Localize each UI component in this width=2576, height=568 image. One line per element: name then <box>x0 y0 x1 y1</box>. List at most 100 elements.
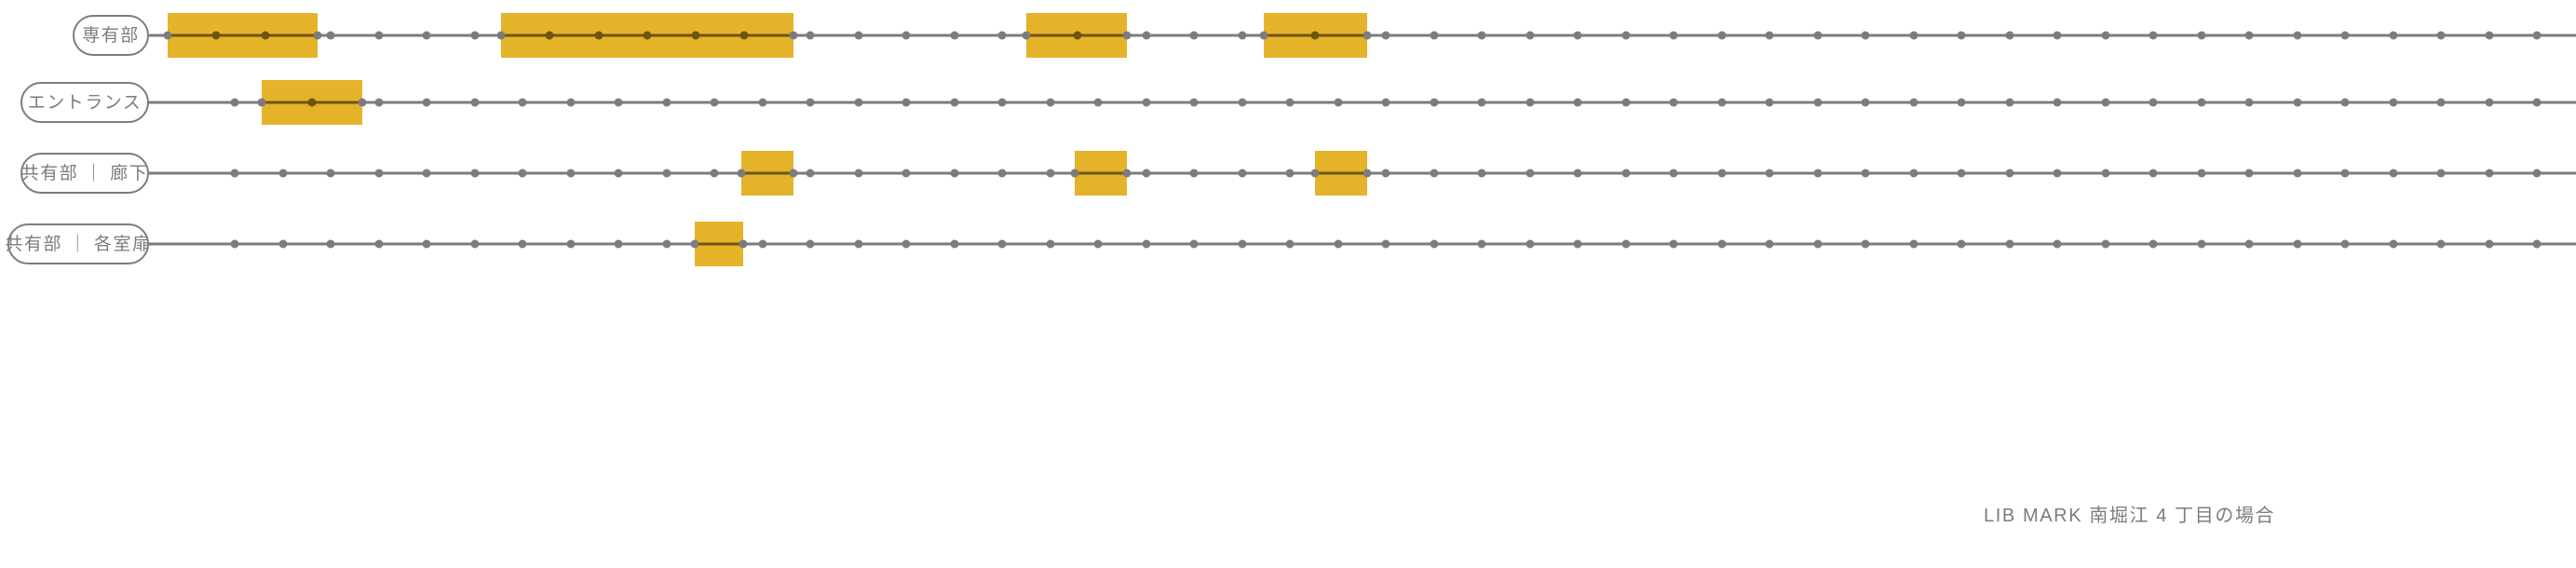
axis-tick-dot <box>710 169 719 178</box>
duration-bar-endpoint <box>1122 31 1132 40</box>
duration-bar-line <box>168 34 318 37</box>
axis-tick-dot <box>2244 239 2254 249</box>
axis-tick-dot <box>1621 98 1630 107</box>
axis-tick-dot <box>2005 169 2013 178</box>
axis-tick-dot <box>374 31 383 40</box>
duration-bar-line <box>1315 171 1367 175</box>
axis-tick-dot <box>278 239 287 249</box>
axis-tick-dot <box>422 31 431 40</box>
axis-tick-dot <box>2485 239 2493 249</box>
axis-tick-dot <box>710 98 719 107</box>
axis-tick-dot <box>1861 98 1870 107</box>
axis-tick-dot <box>806 169 815 178</box>
duration-bar-endpoint <box>163 31 172 40</box>
row-label-pill-1[interactable]: エントランス <box>20 82 149 123</box>
axis-tick-dot <box>278 169 287 178</box>
axis-tick-dot <box>2485 31 2493 40</box>
axis-tick-dot <box>1525 98 1534 107</box>
duration-bar-endpoint <box>1310 169 1320 178</box>
axis-tick-dot <box>326 31 335 40</box>
axis-tick-dot <box>374 239 383 249</box>
axis-tick-dot <box>997 98 1007 107</box>
axis-tick-dot <box>2053 98 2062 107</box>
axis-tick-dot <box>1430 31 1438 40</box>
axis-tick-dot <box>1813 98 1822 107</box>
axis-tick-dot <box>1909 169 1918 178</box>
axis-tick-dot <box>1669 239 1678 249</box>
duration-bar-dot <box>739 31 749 40</box>
axis-tick-dot <box>1189 98 1199 107</box>
row-label-text: 専有部 <box>82 25 140 46</box>
axis-tick-dot <box>2149 239 2158 249</box>
axis-tick-dot <box>1430 169 1438 178</box>
axis-tick-dot <box>2197 98 2205 107</box>
axis-tick-dot <box>1957 31 1966 40</box>
axis-tick-dot <box>2197 169 2205 178</box>
axis-tick-dot <box>1477 31 1486 40</box>
axis-tick-dot <box>1285 169 1295 178</box>
axis-tick-dot <box>2293 239 2301 249</box>
axis-tick-dot <box>2053 239 2062 249</box>
axis-tick-dot <box>2053 169 2062 178</box>
duration-bar-endpoint <box>1022 31 1031 40</box>
axis-tick-dot <box>854 239 862 249</box>
row-label-pill-2[interactable]: 共有部 ｜ 廊下 <box>20 153 149 194</box>
axis-tick-dot <box>614 98 623 107</box>
axis-tick-dot <box>1381 169 1390 178</box>
axis-tick-dot <box>806 31 815 40</box>
axis-tick-dot <box>806 239 815 249</box>
duration-bar-endpoint <box>1363 169 1372 178</box>
duration-bar-line <box>1075 171 1127 175</box>
duration-bar-endpoint <box>737 169 746 178</box>
duration-bar-endpoint <box>358 98 367 107</box>
row-label-pill-3[interactable]: 共有部 ｜ 各室扉 <box>5 223 150 264</box>
axis-tick-dot <box>2244 169 2254 178</box>
duration-bar-dot <box>1073 31 1082 40</box>
axis-tick-dot <box>1621 169 1630 178</box>
axis-tick-dot <box>1957 169 1966 178</box>
axis-tick-dot <box>2485 98 2493 107</box>
axis-tick-dot <box>2293 31 2301 40</box>
axis-tick-dot <box>1861 239 1870 249</box>
axis-tick-dot <box>1573 239 1582 249</box>
axis-tick-dot <box>1909 98 1918 107</box>
axis-tick-dot <box>854 31 862 40</box>
axis-tick-dot <box>2244 98 2254 107</box>
axis-tick-dot <box>470 31 479 40</box>
axis-tick-dot <box>1525 169 1534 178</box>
axis-tick-dot <box>1765 239 1774 249</box>
duration-bar-line <box>695 242 743 246</box>
axis-tick-dot <box>2389 31 2397 40</box>
axis-tick-dot <box>2389 98 2397 107</box>
axis-tick-dot <box>566 169 575 178</box>
axis-tick-dot <box>1525 239 1534 249</box>
axis-tick-dot <box>518 169 527 178</box>
axis-tick-dot <box>1573 169 1582 178</box>
axis-tick-dot <box>1381 31 1390 40</box>
axis-tick-dot <box>2340 31 2350 40</box>
axis-tick-dot <box>1669 31 1678 40</box>
axis-tick-dot <box>230 169 239 178</box>
axis-tick-dot <box>1477 239 1486 249</box>
duration-bar-endpoint <box>1070 169 1079 178</box>
row-label-pill-0[interactable]: 専有部 <box>73 15 149 56</box>
pill-connector <box>149 171 200 175</box>
duration-bar-dot <box>307 98 317 107</box>
axis-tick-dot <box>1142 98 1150 107</box>
axis-tick-dot <box>326 169 335 178</box>
axis-tick-dot <box>2005 31 2013 40</box>
axis-tick-dot <box>1477 169 1486 178</box>
axis-tick-dot <box>902 169 911 178</box>
axis-tick-dot <box>1813 169 1822 178</box>
duration-bar-endpoint <box>789 169 798 178</box>
duration-bar-endpoint <box>496 31 506 40</box>
axis-tick-dot <box>854 169 862 178</box>
axis-tick-dot <box>1238 239 1246 249</box>
row-label-text: エントランス <box>27 92 142 113</box>
axis-tick-dot <box>2436 239 2446 249</box>
duration-bar-endpoint <box>1259 31 1268 40</box>
axis-tick-dot <box>2340 169 2350 178</box>
axis-tick-dot <box>806 98 815 107</box>
axis-tick-dot <box>1765 31 1774 40</box>
